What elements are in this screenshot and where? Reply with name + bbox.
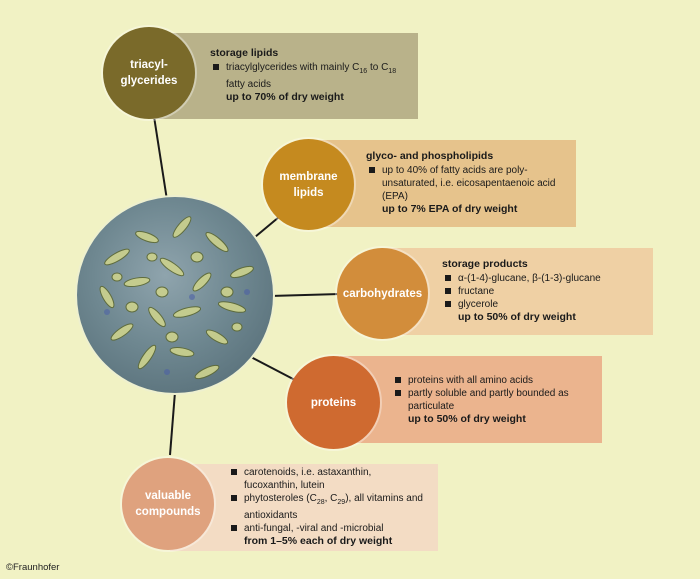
circle-valuable-compounds: valuable compounds bbox=[122, 458, 214, 550]
circle-membrane-lipids: membrane lipids bbox=[263, 139, 354, 230]
highlight-valuable-compounds: from 1–5% each of dry weight bbox=[244, 535, 393, 547]
microalgae-micrograph bbox=[75, 195, 275, 395]
bullet-carotenoids: carotenoids, i.e. astaxanthin, bbox=[228, 466, 432, 479]
heading-storage-lipids: storage lipids bbox=[210, 47, 279, 59]
circle-carbohydrates: carbohydrates bbox=[337, 248, 428, 339]
box-proteins: proteins with all amino acids partly sol… bbox=[340, 356, 602, 443]
connector-triacylglycerides bbox=[152, 109, 168, 201]
connector-proteins bbox=[246, 354, 296, 381]
bullet-phytosteroles: phytosteroles (C28, C29), all vitamins a… bbox=[228, 492, 432, 509]
circle-triacylglycerides: triacyl- glycerides bbox=[103, 27, 195, 119]
circle-proteins: proteins bbox=[287, 356, 380, 449]
connector-carbohydrates bbox=[269, 293, 341, 297]
microalgae-cells-icon bbox=[99, 216, 254, 380]
box-membrane-lipids: glyco- and phospholipids up to 40% of fa… bbox=[318, 140, 576, 227]
bullet-glycerole: glycerole bbox=[442, 298, 645, 311]
highlight-carbohydrates: up to 50% of dry weight bbox=[458, 311, 576, 323]
box-valuable-compounds: carotenoids, i.e. astaxanthin, fucoxanth… bbox=[170, 464, 438, 551]
bullet-epa: up to 40% of fatty acids are poly- bbox=[366, 164, 568, 177]
highlight-proteins: up to 50% of dry weight bbox=[408, 413, 526, 425]
bullet-anti-fungal: anti-fungal, -viral and -microbial bbox=[228, 522, 432, 535]
connector-valuable-compounds bbox=[169, 391, 176, 456]
bullet-continuation: fatty acids bbox=[226, 79, 272, 90]
heading-glyco-phospholipids: glyco- and phospholipids bbox=[366, 150, 494, 162]
bullet-triacylglycerides: triacylglycerides with mainly C16 to C18 bbox=[210, 61, 408, 78]
highlight-triacylglycerides: up to 70% of dry weight bbox=[226, 91, 344, 103]
bullet-fructane: fructane bbox=[442, 285, 645, 298]
bullet-solubility: partly soluble and partly bounded as bbox=[392, 387, 594, 400]
bullet-amino-acids: proteins with all amino acids bbox=[392, 374, 594, 387]
bullet-glucane: α-(1-4)-glucane, β-(1-3)-glucane bbox=[442, 272, 645, 285]
copyright: ©Fraunhofer bbox=[6, 562, 60, 573]
heading-storage-products: storage products bbox=[442, 258, 528, 270]
highlight-membrane-lipids: up to 7% EPA of dry weight bbox=[382, 203, 518, 215]
